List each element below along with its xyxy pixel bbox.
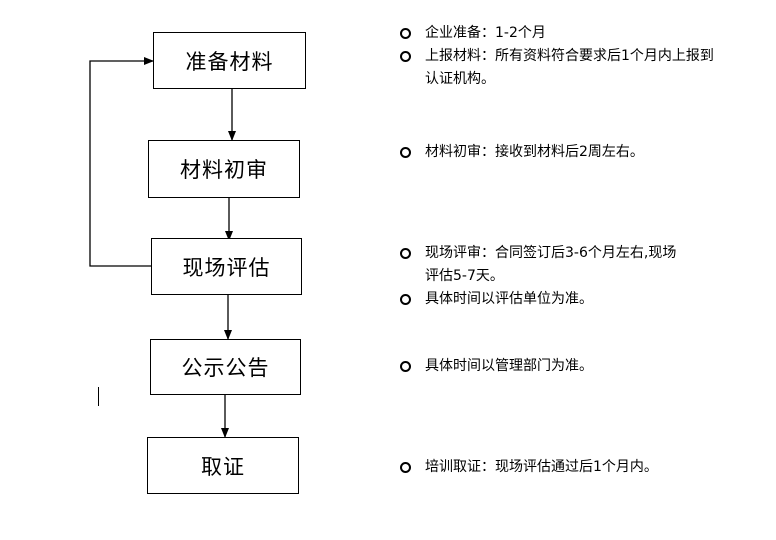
note-text: 企业准备：1-2个月 [425,25,546,41]
note-text: 现场评审：合同签订后3-6个月左右,现场 [425,245,677,261]
bullet-icon [400,294,411,305]
note-text-continued: 认证机构。 [425,71,495,87]
note-text: 上报材料：所有资料符合要求后1个月内上报到 [425,48,714,64]
step-label: 现场评估 [182,255,271,280]
step-label: 取证 [201,454,245,479]
note-text: 具体时间以评估单位为准。 [425,291,593,307]
bullet-icon [400,51,411,62]
note-item: 企业准备：1-2个月 [400,22,714,45]
note-item: 具体时间以管理部门为准。 [400,355,593,378]
note-text: 培训取证：现场评估通过后1个月内。 [425,459,658,475]
text-cursor [98,387,99,406]
note-text-continued: 评估5-7天。 [425,268,504,284]
note-item: 材料初审：接收到材料后2周左右。 [400,141,644,164]
note-group-notice: 具体时间以管理部门为准。 [400,355,593,378]
note-group-certify: 培训取证：现场评估通过后1个月内。 [400,456,658,479]
step-label: 准备材料 [185,49,274,74]
note-group-assess: 现场评审：合同签订后3-6个月左右,现场 评估5-7天。 具体时间以评估单位为准… [400,242,676,311]
step-prepare-materials: 准备材料 [153,32,306,89]
bullet-icon [400,147,411,158]
note-group-review: 材料初审：接收到材料后2周左右。 [400,141,644,164]
step-initial-review: 材料初审 [148,140,300,198]
bullet-icon [400,28,411,39]
note-item: 具体时间以评估单位为准。 [400,288,676,311]
note-item: 培训取证：现场评估通过后1个月内。 [400,456,658,479]
bullet-icon [400,248,411,259]
step-label: 公示公告 [181,356,270,380]
note-text: 具体时间以管理部门为准。 [425,358,593,374]
step-certification: 取证 [147,437,299,494]
note-text: 材料初审：接收到材料后2周左右。 [425,144,644,160]
bullet-icon [400,462,411,473]
note-group-prepare: 企业准备：1-2个月 上报材料：所有资料符合要求后1个月内上报到 认证机构。 [400,22,714,91]
step-public-notice: 公示公告 [150,339,301,395]
note-item: 上报材料：所有资料符合要求后1个月内上报到 [400,45,714,68]
bullet-icon [400,361,411,372]
step-label: 材料初审 [180,158,268,182]
feedback-loop-assess-to-prepare [89,57,154,267]
step-onsite-assessment: 现场评估 [151,238,302,295]
note-item: 现场评审：合同签订后3-6个月左右,现场 [400,242,676,265]
